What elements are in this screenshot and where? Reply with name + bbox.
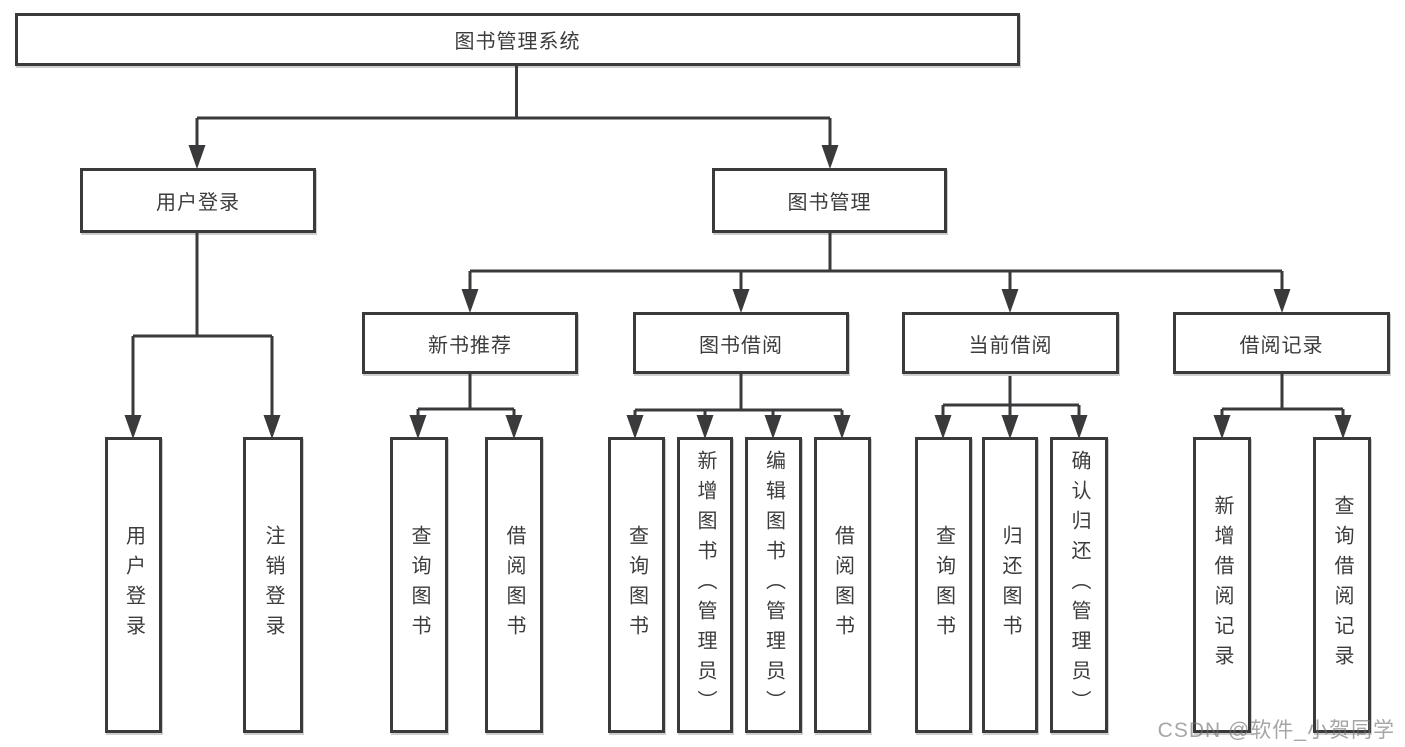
leaf-add-book-admin: 新增图书（管理员） (677, 437, 733, 733)
leaf-query-books-current: 查询图书 (915, 437, 972, 733)
leaf-query-books-current-label: 查询图书 (932, 525, 955, 645)
leaf-borrow-books: 借阅图书 (814, 437, 871, 733)
leaf-edit-book-admin: 编辑图书（管理员） (745, 437, 802, 733)
watermark-text: CSDN @软件_小贺同学 (1157, 719, 1395, 742)
leaf-logout: 注销登录 (243, 437, 303, 733)
leaf-add-borrow-record: 新增借阅记录 (1193, 437, 1251, 733)
leaf-query-books-recommend-label: 查询图书 (408, 525, 430, 645)
leaf-query-books-borrowing: 查询图书 (608, 437, 665, 733)
leaf-logout-label: 注销登录 (262, 525, 284, 645)
node-new-book-recommend-label: 新书推荐 (428, 334, 512, 357)
node-book-management-label: 图书管理 (787, 192, 872, 214)
leaf-query-books-borrowing-label: 查询图书 (625, 525, 648, 645)
leaf-borrow-books-recommend: 借阅图书 (485, 437, 543, 733)
node-book-borrowing: 图书借阅 (633, 312, 849, 374)
leaf-borrow-books-recommend-label: 借阅图书 (503, 525, 525, 645)
node-borrow-records-label: 借阅记录 (1239, 334, 1324, 357)
leaf-return-book-label: 归还图书 (999, 525, 1021, 645)
node-user-login-label: 用户登录 (156, 192, 240, 214)
node-book-management: 图书管理 (712, 168, 947, 233)
node-library-system-label: 图书管理系统 (454, 31, 581, 53)
node-current-borrowing-label: 当前借阅 (968, 334, 1053, 357)
leaf-confirm-return-admin: 确认归还（管理员） (1050, 437, 1108, 733)
leaf-user-login: 用户登录 (105, 437, 162, 733)
leaf-query-borrow-record: 查询借阅记录 (1313, 437, 1371, 733)
node-library-system: 图书管理系统 (15, 13, 1020, 66)
node-borrow-records: 借阅记录 (1173, 312, 1390, 374)
leaf-borrow-books-label: 借阅图书 (831, 525, 854, 645)
node-book-borrowing-label: 图书借阅 (699, 334, 783, 357)
leaf-add-book-admin-label: 新增图书（管理员） (694, 450, 716, 720)
leaf-return-book: 归还图书 (982, 437, 1038, 733)
leaf-user-login-label: 用户登录 (122, 525, 145, 645)
leaf-query-borrow-record-label: 查询借阅记录 (1331, 495, 1353, 675)
leaf-add-borrow-record-label: 新增借阅记录 (1211, 495, 1233, 675)
node-current-borrowing: 当前借阅 (902, 312, 1119, 374)
leaf-edit-book-admin-label: 编辑图书（管理员） (762, 450, 785, 720)
leaf-query-books-recommend: 查询图书 (390, 437, 448, 733)
leaf-confirm-return-admin-label: 确认归还（管理员） (1068, 450, 1090, 720)
node-new-book-recommend: 新书推荐 (362, 312, 578, 374)
node-user-login: 用户登录 (80, 168, 316, 233)
